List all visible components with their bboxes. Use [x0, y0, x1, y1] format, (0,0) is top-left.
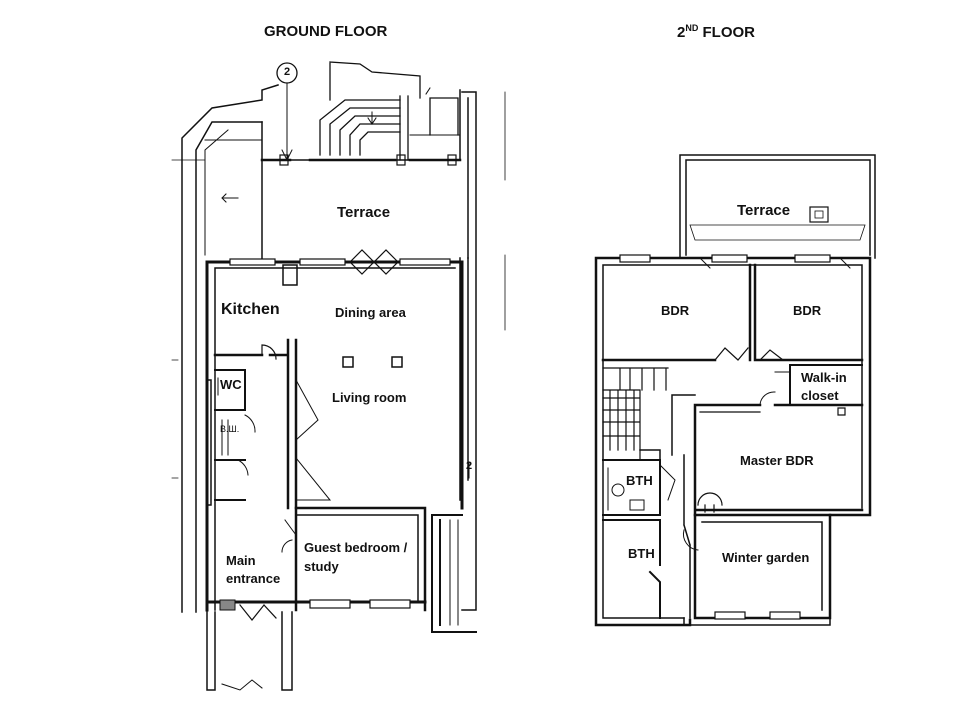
winter-garden-label: Winter garden — [722, 550, 810, 565]
ground-floor-heading: GROUND FLOOR — [264, 23, 388, 40]
master-bdr-label: Master BDR — [740, 453, 814, 468]
bdr-right-label: BDR — [793, 303, 822, 318]
winter-garden-walls — [693, 513, 832, 620]
bedroom-partitions — [601, 263, 864, 362]
passage-arrow — [221, 193, 239, 203]
terrace-vent — [809, 206, 829, 223]
second-floor-plan — [594, 154, 876, 627]
walk-in-closet-label-line1: Walk-in — [801, 370, 847, 385]
guest-bedroom-label-line2: study — [304, 559, 339, 574]
ground-exterior-stair — [319, 99, 401, 156]
kitchen-label: Kitchen — [221, 301, 280, 318]
lower-bath-walls — [602, 519, 661, 619]
second-terrace-outline — [679, 154, 876, 259]
second-floor-heading-word: FLOOR — [698, 24, 756, 41]
bth-upper-label: BTH — [626, 473, 653, 488]
main-entrance-door — [239, 604, 277, 621]
ground-right-strip — [459, 91, 477, 611]
terrace-double-door — [349, 249, 399, 275]
second-stair — [602, 367, 669, 461]
master-bdr-bay — [697, 492, 723, 513]
kitchen-partition — [213, 338, 298, 510]
dining-area-label: Dining area — [335, 305, 406, 320]
upper-bath-walls — [602, 459, 661, 516]
ground-terrace-outline — [261, 89, 469, 259]
ground-terrace-label: Terrace — [337, 204, 391, 221]
guest-bedroom-label-line1: Guest bedroom / — [304, 540, 408, 555]
column-left — [342, 356, 354, 368]
master-bdr-walls — [693, 403, 864, 517]
column-right — [391, 356, 403, 368]
bth-lower-label: BTH — [628, 546, 655, 561]
section-mark-side-label: 2 — [465, 460, 473, 472]
walk-in-closet-label-line2: closet — [801, 388, 839, 403]
main-entrance-label-line1: Main — [226, 553, 256, 568]
wc-block-walls — [214, 369, 246, 501]
section-mark-top-label: 2 — [283, 66, 291, 78]
main-entrance-label-line2: entrance — [226, 571, 281, 586]
corridor-walls — [671, 394, 696, 619]
storage-mark-label: B.Ш. — [220, 424, 240, 434]
bdr-left-label: BDR — [661, 303, 690, 318]
ground-left-passage-walls — [181, 84, 279, 613]
guest-bedroom-walls — [294, 506, 427, 612]
wc-label: WC — [220, 377, 242, 392]
second-outer-walls — [594, 256, 872, 627]
second-floor-heading: 2ND FLOOR — [677, 23, 755, 41]
second-terrace-label: Terrace — [737, 202, 791, 219]
living-room-label: Living room — [332, 390, 407, 405]
ground-floor-plan — [171, 61, 506, 691]
second-floor-heading-number: 2 — [677, 24, 686, 41]
second-floor-heading-suffix: ND — [685, 23, 699, 33]
ground-right-extension — [431, 514, 477, 633]
